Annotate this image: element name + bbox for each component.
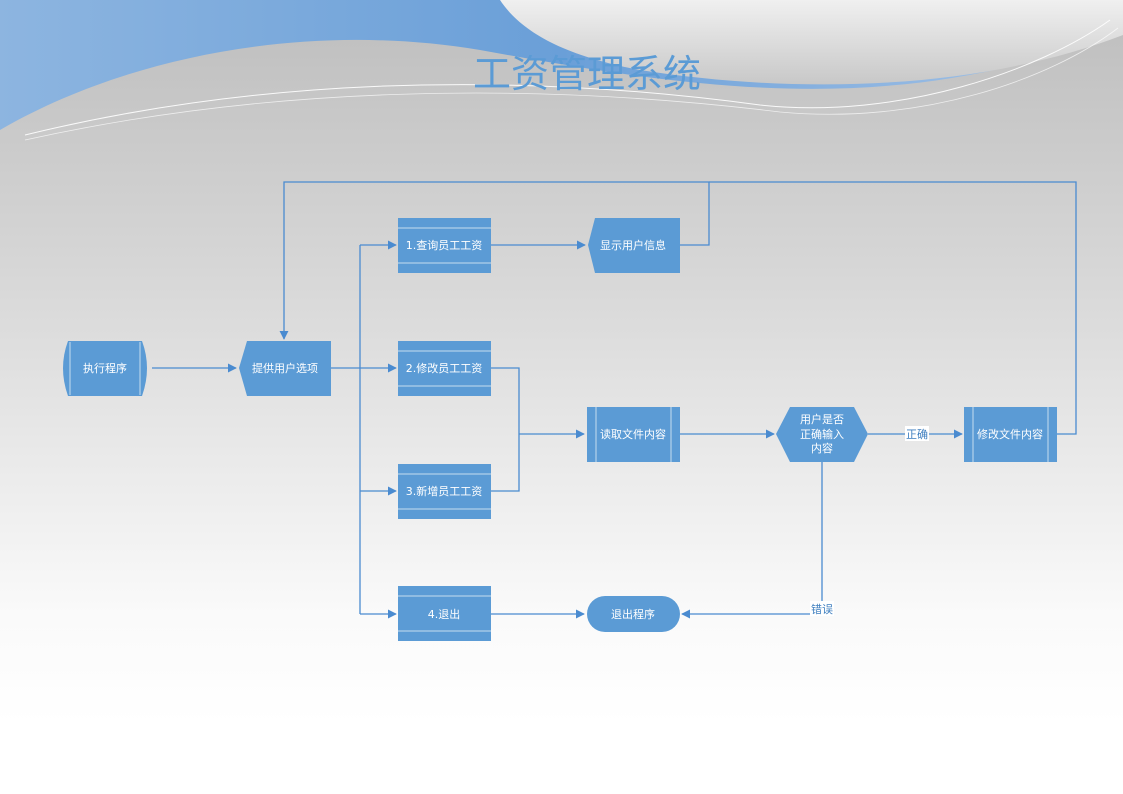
node-read-file-label: 读取文件内容 — [600, 427, 666, 441]
edge-modifyfile-loop — [709, 181, 1077, 435]
node-show-info-label: 显示用户信息 — [600, 238, 666, 252]
node-decision-label-2: 正确输入 — [800, 427, 844, 441]
header-line-1 — [24, 19, 1111, 136]
node-read-file: 读取文件内容 — [587, 407, 680, 462]
node-menu-label: 提供用户选项 — [252, 361, 318, 375]
edge-merge — [491, 367, 520, 492]
node-modify-label: 2.修改员工工资 — [406, 361, 483, 375]
wrong-label-bg — [810, 601, 834, 616]
node-add-label: 3.新增员工工资 — [406, 484, 483, 498]
node-end: 退出程序 — [587, 596, 680, 632]
edge-label-wrong: 错误 — [811, 602, 833, 616]
node-query: 1.查询员工工资 — [398, 218, 491, 273]
header-line-2 — [24, 27, 1119, 141]
background-panel — [0, 0, 1123, 724]
node-decision: 用户是否 正确输入 内容 — [776, 407, 868, 462]
node-decision-label-3: 内容 — [811, 441, 833, 455]
node-start: 执行程序 — [63, 341, 147, 396]
node-query-label: 1.查询员工工资 — [406, 238, 483, 252]
correct-label-bg — [905, 426, 929, 441]
node-add: 3.新增员工工资 — [398, 464, 491, 519]
node-quit: 4.退出 — [398, 586, 491, 641]
edge-label-correct: 正确 — [906, 428, 928, 441]
node-end-label: 退出程序 — [611, 607, 655, 621]
header-grey-wave — [500, 0, 1123, 85]
node-modify: 2.修改员工工资 — [398, 341, 491, 396]
node-start-label: 执行程序 — [83, 361, 127, 375]
node-show-info: 显示用户信息 — [588, 218, 680, 273]
node-quit-label: 4.退出 — [428, 607, 461, 621]
node-modify-file: 修改文件内容 — [964, 407, 1057, 462]
node-decision-label-1: 用户是否 — [800, 412, 844, 426]
page-title: 工资管理系统 — [473, 52, 701, 96]
node-modify-file-label: 修改文件内容 — [977, 427, 1043, 441]
edges — [152, 181, 1077, 619]
node-menu: 提供用户选项 — [239, 341, 331, 396]
